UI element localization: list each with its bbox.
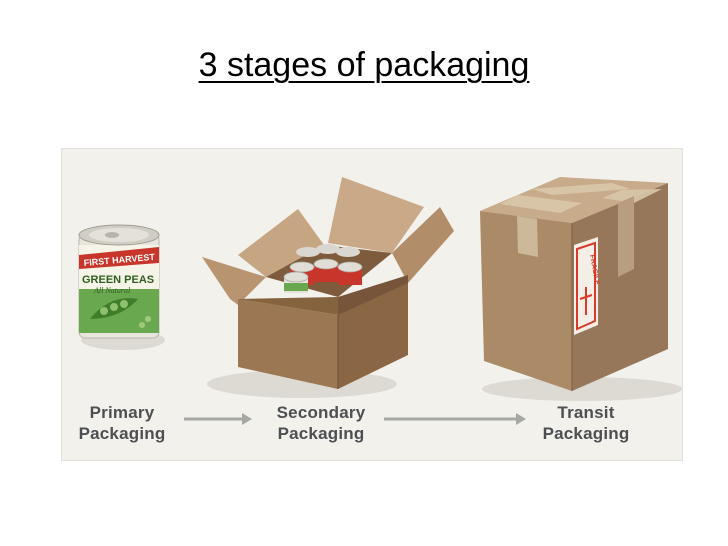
- open-box-of-cans-icon: [202, 177, 454, 398]
- stage-secondary-line1: Secondary: [276, 403, 366, 422]
- pea-can-icon: FIRST HARVEST GREEN PEAS All Natural: [78, 224, 165, 350]
- stage-label-primary: Primary Packaging: [68, 402, 176, 444]
- stage-label-secondary: Secondary Packaging: [258, 402, 384, 444]
- packaging-illustration: FIRST HARVEST GREEN PEAS All Natural: [78, 177, 682, 425]
- can-tagline-text: All Natural: [93, 286, 131, 295]
- stage-primary-line2: Packaging: [78, 424, 166, 443]
- right-arrow-icon: [184, 413, 252, 425]
- can-product-text: GREEN PEAS: [82, 274, 154, 286]
- stage-label-transit: Transit Packaging: [532, 402, 640, 444]
- slide-title: 3 stages of packaging: [198, 46, 530, 84]
- fragile-sticker: FRAGILE: [574, 237, 600, 335]
- stage-secondary-line2: Packaging: [277, 424, 365, 443]
- sealed-shipping-box-icon: FRAGILE: [480, 177, 682, 401]
- stage-primary-line1: Primary: [89, 403, 155, 422]
- stage-transit-line2: Packaging: [542, 424, 630, 443]
- packaging-figure-panel: FIRST HARVEST GREEN PEAS All Natural: [61, 148, 683, 461]
- right-arrow-icon: [384, 413, 526, 425]
- stage-transit-line1: Transit: [557, 403, 615, 422]
